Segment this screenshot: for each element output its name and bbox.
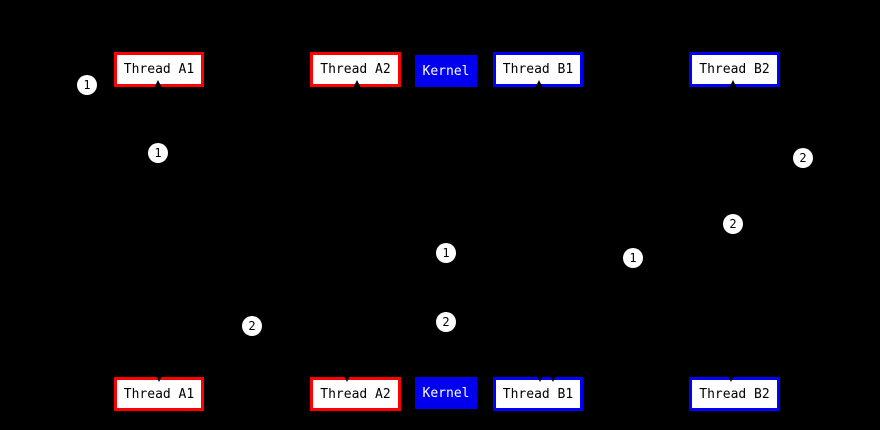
cpu-badge: 1 — [77, 75, 97, 95]
cpu-badge: 1 — [623, 248, 643, 268]
arrowhead-icon — [536, 374, 544, 382]
arrowhead-icon — [343, 374, 351, 382]
cpu-badge: 1 — [436, 243, 456, 263]
node-kernel-top: Kernel — [415, 55, 477, 87]
arrowhead-icon — [727, 374, 735, 382]
node-label: Thread B2 — [699, 386, 770, 402]
node-label: Thread A2 — [320, 62, 391, 77]
node-label: Thread A1 — [123, 62, 195, 77]
node-thread-a2-bottom: Thread A2 — [310, 377, 401, 411]
node-thread-b1-bottom: Thread B1 — [493, 377, 583, 411]
node-label: Thread B1 — [502, 386, 574, 402]
arrowhead-icon — [549, 374, 557, 382]
node-thread-a1-bottom: Thread A1 — [114, 377, 204, 411]
arrowhead-icon — [729, 80, 737, 88]
arrowhead-icon — [353, 80, 361, 88]
node-thread-b2-bottom: Thread B2 — [689, 377, 780, 411]
node-label: Thread B1 — [502, 62, 574, 77]
cpu-badge: 2 — [793, 148, 813, 168]
node-label: Kernel — [422, 385, 470, 401]
arrowhead-icon — [155, 374, 163, 382]
arrowhead-icon — [535, 80, 543, 88]
node-label: Thread A1 — [123, 386, 195, 402]
node-label: Kernel — [422, 63, 470, 79]
cpu-badge: 2 — [242, 316, 262, 336]
cpu-badge: 2 — [436, 312, 456, 332]
cpu-badge: 2 — [723, 214, 743, 234]
node-kernel-bottom: Kernel — [415, 377, 477, 409]
cpu-badge: 1 — [148, 143, 168, 163]
node-label: Thread A2 — [320, 386, 391, 402]
arrowhead-icon — [154, 80, 162, 88]
node-label: Thread B2 — [699, 62, 770, 77]
